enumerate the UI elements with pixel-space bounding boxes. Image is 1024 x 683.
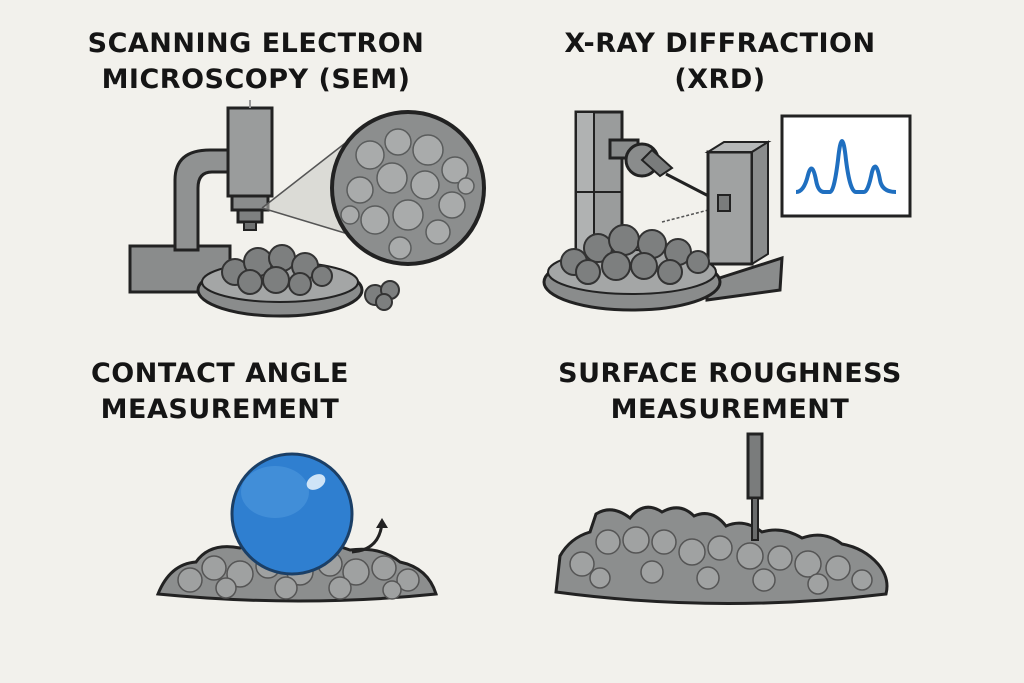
panel-xrd: X-RAY DIFFRACTION (XRD) [512, 0, 1024, 341]
panel-sem-title-line2: MICROSCOPY (SEM) [101, 64, 411, 95]
panel-sem-title: SCANNING ELECTRON MICROSCOPY (SEM) [0, 26, 512, 98]
panel-surface-roughness-title-line2: MEASUREMENT [610, 394, 850, 425]
water-droplet-icon [230, 452, 354, 576]
xrd-diffractometer-icon [542, 110, 784, 312]
profilometer-stylus-icon [746, 432, 764, 541]
panel-contact-angle-title-line1: CONTACT ANGLE [90, 358, 350, 389]
microscope-icon [128, 100, 486, 318]
panel-xrd-title-line2: (XRD) [674, 64, 766, 95]
panel-xrd-title: X-RAY DIFFRACTION (XRD) [464, 26, 976, 98]
panel-contact-angle: CONTACT ANGLE MEASUREMENT [0, 342, 512, 683]
panel-sem: SCANNING ELECTRON MICROSCOPY (SEM) [0, 0, 512, 341]
panel-sem-title-line1: SCANNING ELECTRON [87, 28, 425, 59]
panel-surface-roughness-title: SURFACE ROUGHNESS MEASUREMENT [474, 356, 986, 428]
porous-substrate [155, 542, 438, 603]
panel-contact-angle-title: CONTACT ANGLE MEASUREMENT [0, 356, 476, 428]
panel-surface-roughness: SURFACE ROUGHNESS MEASUREMENT [512, 342, 1024, 683]
panel-surface-roughness-title-line1: SURFACE ROUGHNESS [558, 358, 902, 389]
contact-angle-arc [351, 518, 388, 554]
diffraction-pattern-graph [780, 114, 912, 218]
panel-contact-angle-title-line2: MEASUREMENT [100, 394, 340, 425]
rough-surface-sample [554, 505, 889, 606]
panel-xrd-title-line1: X-RAY DIFFRACTION [564, 28, 876, 59]
